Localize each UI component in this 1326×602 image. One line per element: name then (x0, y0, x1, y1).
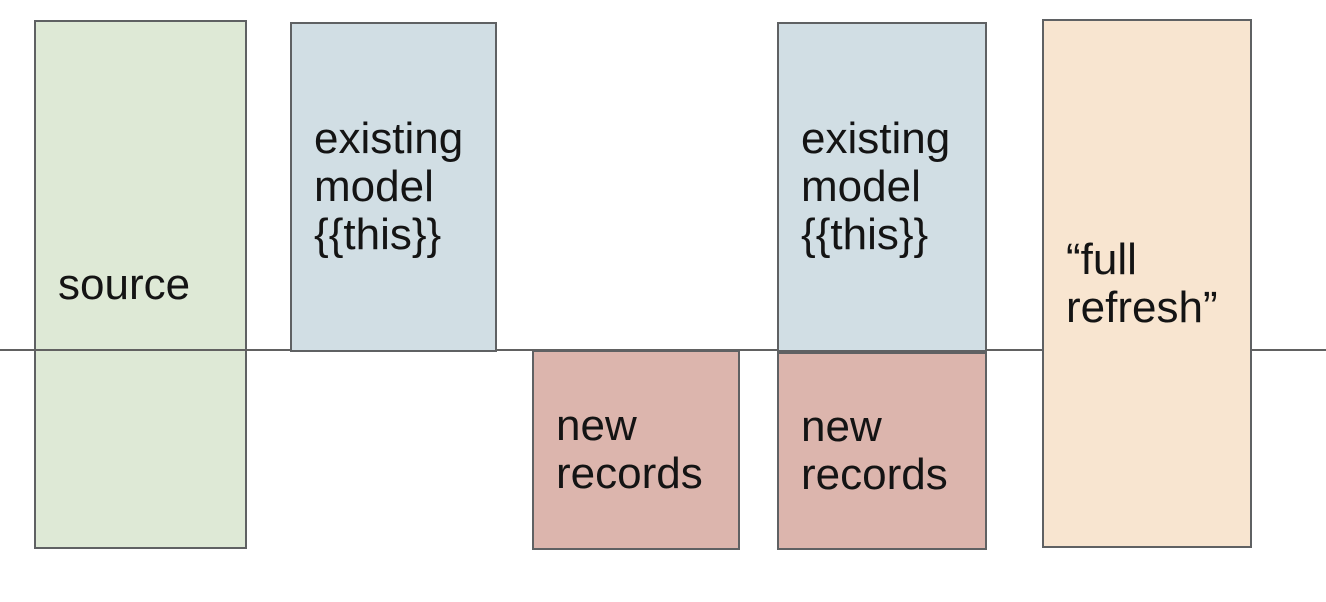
existing-model-box-2-label-line-3: {{this}} (801, 210, 929, 259)
new-records-box-2-label-line-2: records (801, 450, 948, 499)
full-refresh-box: “full refresh” (1042, 19, 1252, 548)
existing-model-box-2-label-line-2: model (801, 162, 921, 211)
existing-model-box-1-label-line-2: model (314, 162, 434, 211)
source-box: source (34, 20, 247, 549)
new-records-box-2: new records (777, 352, 987, 550)
existing-model-box-2-label-line-1: existing (801, 114, 951, 163)
full-refresh-box-label-line-2: refresh” (1066, 282, 1218, 332)
existing-model-box-1-label-line-1: existing (314, 114, 464, 163)
source-box-label: source (58, 259, 191, 309)
new-records-box-1: new records (532, 350, 740, 550)
existing-model-box-2: existing model {{this}} (777, 22, 987, 352)
new-records-box-1-label-line-1: new (556, 401, 637, 450)
new-records-box-2-label-line-1: new (801, 402, 882, 451)
existing-model-box-1-label-line-3: {{this}} (314, 210, 442, 259)
existing-model-box-1: existing model {{this}} (290, 22, 497, 352)
new-records-box-1-label-line-2: records (556, 449, 703, 498)
full-refresh-box-label-line-1: “full (1066, 234, 1137, 284)
